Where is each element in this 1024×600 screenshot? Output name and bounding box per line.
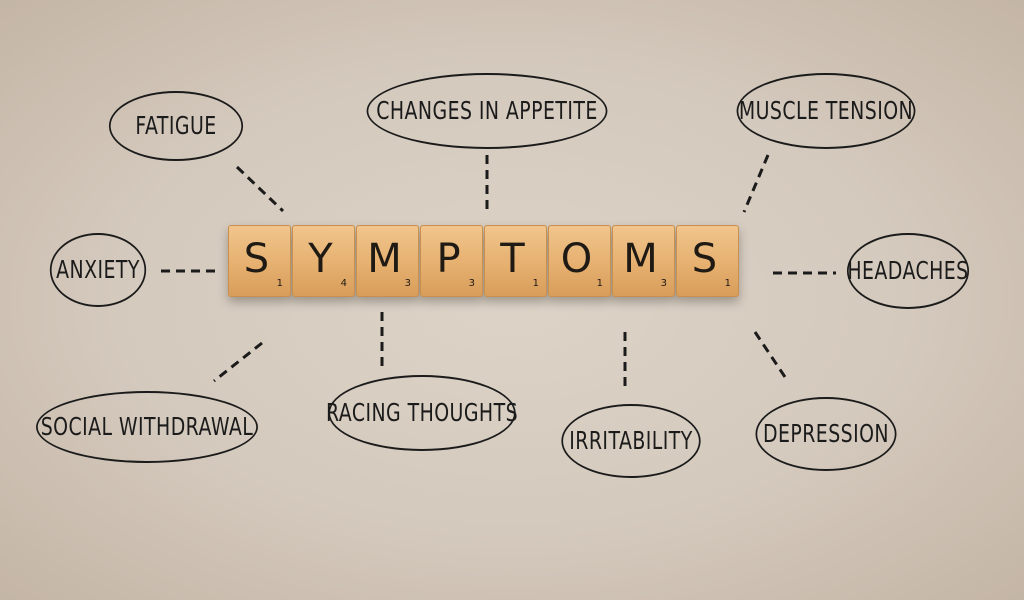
tile-points: 1 xyxy=(532,278,539,289)
tile-points: 3 xyxy=(468,278,475,289)
label-irritability: iRRiTABiLiTY xyxy=(569,426,693,456)
tile-points: 1 xyxy=(596,278,603,289)
connector-social-withdrawal xyxy=(213,341,263,383)
label-headaches: HEADACHES xyxy=(847,256,969,286)
bubble-irritability: iRRiTABiLiTY xyxy=(561,404,701,478)
tile-points: 3 xyxy=(404,278,411,289)
bubble-fatigue: FATiGUE xyxy=(108,91,244,161)
tile-letter: T xyxy=(500,236,525,282)
letter-tile: O 1 xyxy=(548,225,611,297)
connector-depression xyxy=(753,331,789,381)
tile-letter: S xyxy=(243,236,270,282)
tile-points: 3 xyxy=(660,278,667,289)
letter-tile: M 3 xyxy=(612,225,675,297)
bubble-changes-in-appetite: CHANGES iN APPETiTE xyxy=(366,73,608,149)
label-muscle-tension: MUSCLE TENSiON xyxy=(738,96,914,126)
tile-points: 1 xyxy=(724,278,731,289)
letter-tile: Y 4 xyxy=(292,225,355,297)
letter-tile: S 1 xyxy=(228,225,291,297)
symptoms-tile-row: S 1 Y 4 M 3 P 3 T 1 O 1 M 3 S 1 xyxy=(228,225,739,297)
label-changes-in-appetite: CHANGES iN APPETiTE xyxy=(376,96,598,126)
tile-points: 1 xyxy=(276,278,283,289)
label-depression: DEPRESSiON xyxy=(763,419,889,449)
letter-tile: P 3 xyxy=(420,225,483,297)
letter-tile: S 1 xyxy=(676,225,739,297)
label-racing-thoughts: RACiNG THOUGHTS xyxy=(325,398,519,428)
tile-letter: Y xyxy=(308,236,333,282)
connector-muscle-tension xyxy=(742,154,770,213)
tile-letter: O xyxy=(560,236,593,282)
tile-letter: S xyxy=(691,236,718,282)
bubble-depression: DEPRESSiON xyxy=(755,397,897,471)
bubble-muscle-tension: MUSCLE TENSiON xyxy=(736,73,916,149)
label-social-withdrawal: SOCiAL WiTHDRAWAL xyxy=(40,412,254,442)
bubble-anxiety: ANXiETY xyxy=(49,233,147,307)
label-anxiety: ANXiETY xyxy=(56,255,140,285)
tile-points: 4 xyxy=(340,278,347,289)
tile-letter: M xyxy=(623,236,658,282)
label-fatigue: FATiGUE xyxy=(135,111,217,141)
letter-tile: T 1 xyxy=(484,225,547,297)
tile-letter: P xyxy=(436,236,461,282)
bubble-headaches: HEADACHES xyxy=(846,233,970,309)
tile-letter: M xyxy=(367,236,402,282)
bubble-racing-thoughts: RACiNG THOUGHTS xyxy=(325,375,519,451)
bubble-social-withdrawal: SOCiAL WiTHDRAWAL xyxy=(36,391,258,463)
letter-tile: M 3 xyxy=(356,225,419,297)
connector-fatigue xyxy=(235,165,285,213)
